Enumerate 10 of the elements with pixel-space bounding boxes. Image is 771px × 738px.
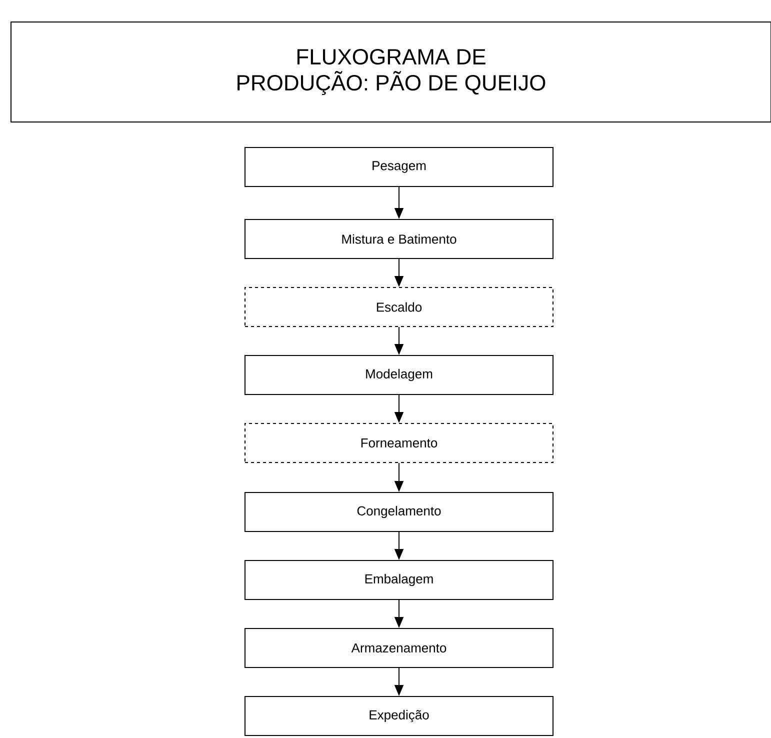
process-box: Pesagem — [244, 147, 554, 187]
process-box: Mistura e Batimento — [244, 219, 554, 259]
process-box: Armazenamento — [244, 628, 554, 668]
process-box: Forneamento — [244, 423, 554, 463]
process-box: Embalagem — [244, 560, 554, 600]
process-box: Escaldo — [244, 287, 554, 327]
process-box: Congelamento — [244, 492, 554, 532]
process-box: Modelagem — [244, 355, 554, 395]
title-box: FLUXOGRAMA DE PRODUÇÃO: PÃO DE QUEIJO — [10, 22, 771, 122]
process-box: Expedição — [244, 696, 554, 736]
